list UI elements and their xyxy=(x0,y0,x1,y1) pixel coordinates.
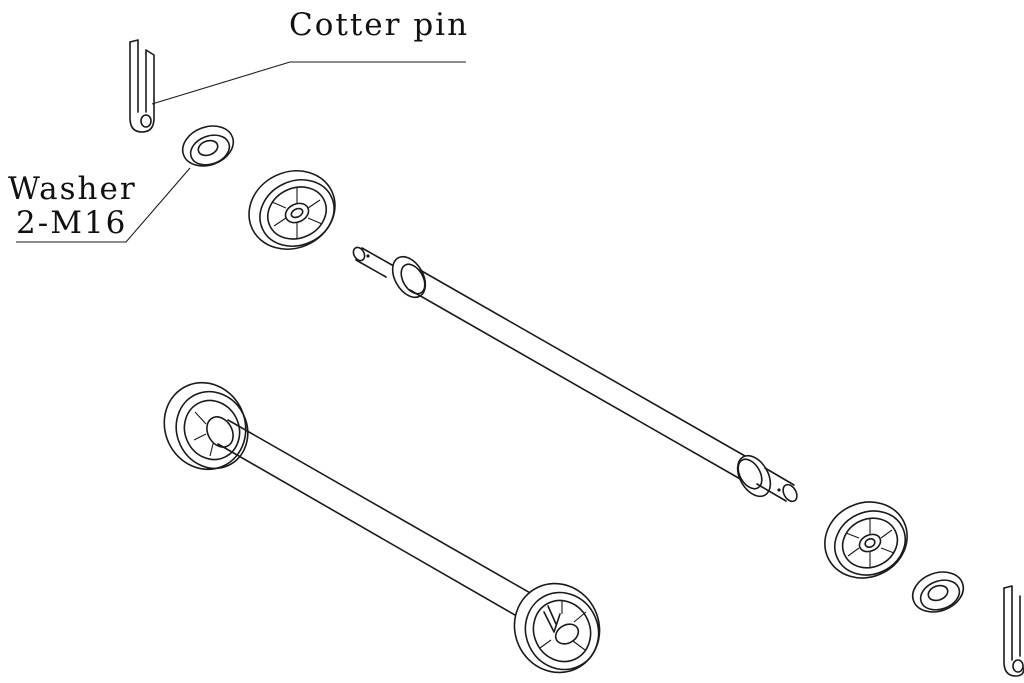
wheel-top xyxy=(248,170,336,250)
cotter-pin-leader xyxy=(151,61,466,105)
washer-top xyxy=(181,125,235,167)
washer-bottom xyxy=(911,571,965,613)
washer-leader xyxy=(16,167,191,243)
wheel-bottom-right xyxy=(824,501,908,579)
assembled-axle xyxy=(163,381,601,674)
cotter-pin-label: Cotter pin xyxy=(289,7,470,43)
cotter-pin-bottom xyxy=(1003,585,1024,677)
axle-upper xyxy=(352,246,798,503)
cotter-pin-top xyxy=(129,39,155,133)
washer-size-label: 2-M16 xyxy=(16,205,128,241)
washer-label: Washer xyxy=(8,171,137,207)
